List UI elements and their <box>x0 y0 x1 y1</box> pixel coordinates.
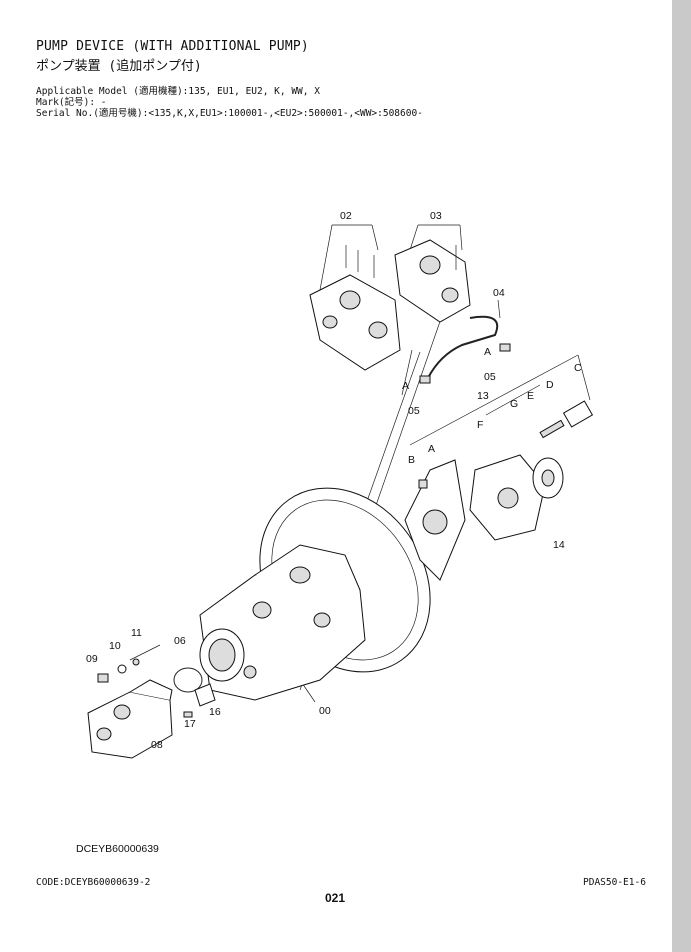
bolt-17 <box>183 711 193 718</box>
washer-10 <box>117 664 127 674</box>
page-number: 021 <box>325 891 346 905</box>
fitting-05-left <box>419 375 431 384</box>
footer-code: CODE:DCEYB60000639-2 <box>36 877 151 888</box>
label-d: D <box>546 379 554 391</box>
bolt-09 <box>97 673 109 683</box>
scroll-gutter <box>672 0 691 952</box>
coupling-parts <box>404 400 594 581</box>
label-02: 02 <box>340 210 352 222</box>
page-title-en: PUMP DEVICE (WITH ADDITIONAL PUMP) <box>36 39 309 54</box>
label-13: 13 <box>477 390 489 402</box>
label-05-right: 05 <box>484 371 496 383</box>
applicable-model: Applicable Model (適用機種):135, EU1, EU2, K… <box>36 86 320 97</box>
label-c: C <box>574 362 582 374</box>
plug-11 <box>132 658 140 666</box>
mark-line: Mark(記号): - <box>36 97 107 108</box>
gear-pump-08 <box>87 679 173 759</box>
label-06: 06 <box>174 635 186 647</box>
label-08: 08 <box>151 739 163 751</box>
part-labels: 02 03 04 05 A 05 A C D E G 13 F A B 14 0… <box>86 210 582 751</box>
label-16: 16 <box>209 706 221 718</box>
o-ring-06 <box>173 667 203 693</box>
image-code: DCEYB60000639 <box>76 843 159 855</box>
label-17: 17 <box>184 718 196 730</box>
label-a-right: A <box>484 346 491 358</box>
pipe-04 <box>427 315 499 379</box>
label-05-left: 05 <box>408 405 420 417</box>
footer-page-ref: PDAS50-E1-6 <box>583 877 646 888</box>
label-f: F <box>477 419 483 431</box>
plate-16 <box>194 683 216 707</box>
label-e: E <box>527 390 534 402</box>
label-00: 00 <box>319 705 331 717</box>
label-b: B <box>408 454 415 466</box>
label-04: 04 <box>493 287 505 299</box>
regulator-02 <box>309 245 401 371</box>
label-a-left: A <box>402 380 409 392</box>
document-page: PUMP DEVICE (WITH ADDITIONAL PUMP) ポンプ装置… <box>0 0 672 952</box>
exploded-parts-diagram: 02 03 04 05 A 05 A C D E G 13 F A B 14 0… <box>86 210 594 759</box>
label-g: G <box>510 398 518 410</box>
label-14: 14 <box>553 539 565 551</box>
label-09: 09 <box>86 653 98 665</box>
label-a-coupling: A <box>428 443 435 455</box>
label-10: 10 <box>109 640 121 652</box>
main-pump-body <box>199 544 366 701</box>
label-03: 03 <box>430 210 442 222</box>
label-11: 11 <box>131 627 142 639</box>
page-title-jp: ポンプ装置 (追加ポンプ付) <box>36 59 202 74</box>
regulator-03 <box>394 239 471 323</box>
fitting-05-right <box>499 343 511 352</box>
serial-no: Serial No.(適用号機):<135,K,X,EU1>:100001-,<… <box>36 108 423 119</box>
